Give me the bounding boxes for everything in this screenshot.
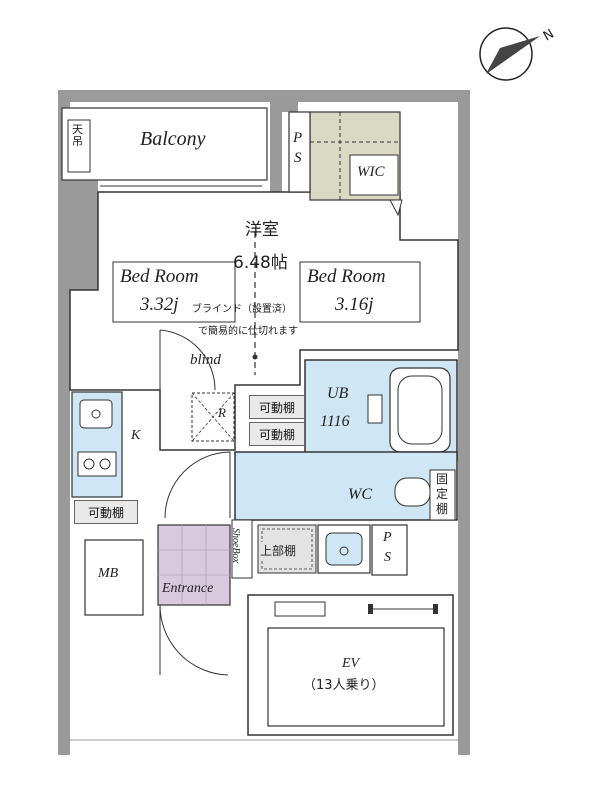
ev-label: EV xyxy=(342,656,360,671)
mb-label: MB xyxy=(98,566,119,581)
upper-shelf-label: 上部棚 xyxy=(260,542,297,559)
western-room-size: 6.48帖 xyxy=(233,253,288,273)
blind-label: blind xyxy=(190,352,221,368)
entrance-floor xyxy=(157,524,231,606)
meter-box xyxy=(84,539,144,616)
fixed-shelf-label: 固定棚 xyxy=(436,472,449,516)
balcony-area xyxy=(61,107,268,181)
bedroom-door xyxy=(159,329,216,391)
ps-top-label-2: S xyxy=(294,150,302,166)
ps-bottom-label-2: S xyxy=(384,550,391,565)
bedroom-right-label: Bed Room xyxy=(307,266,386,287)
western-room-outline xyxy=(69,191,459,451)
bedroom-right-box xyxy=(299,261,421,323)
refrigerator-label: R xyxy=(218,405,226,420)
ps-top-label-1: P xyxy=(293,130,303,146)
balcony-wall xyxy=(58,180,98,290)
western-room-label: 洋室 xyxy=(245,220,279,240)
unit-bath-size: 1116 xyxy=(320,413,350,430)
bedroom-left-size: 3.32j xyxy=(140,294,179,315)
wc-label: WC xyxy=(348,486,372,503)
bedroom-right-size: 3.16j xyxy=(335,294,374,315)
ps-lower xyxy=(371,524,408,576)
shoebox xyxy=(231,519,253,579)
shoebox-label: ShoeBox xyxy=(230,528,241,563)
entrance-door xyxy=(159,604,229,676)
blind-note-1: ブラインド（設置済） xyxy=(192,304,292,315)
ceiling-hanger-label: 天吊 xyxy=(72,123,83,148)
movable-shelf-2: 可動棚 xyxy=(249,422,305,446)
hall-door xyxy=(164,451,231,519)
blind-note-2: で簡易的に仕切れます xyxy=(198,326,298,337)
entrance-label: Entrance xyxy=(162,581,214,596)
compass-icon xyxy=(479,27,540,81)
bedroom-left-box xyxy=(112,261,236,323)
ceiling-hanger-icon xyxy=(67,119,91,173)
movable-shelf-1: 可動棚 xyxy=(249,395,305,419)
balcony-label: Balcony xyxy=(140,128,206,150)
kitchen-label: K xyxy=(131,428,141,443)
unit-bath-label: UB xyxy=(327,385,349,402)
movable-shelf-3: 可動棚 xyxy=(74,500,138,524)
ev-capacity-label: （13人乗り） xyxy=(303,678,385,693)
wic-label: WIC xyxy=(357,164,385,180)
bedroom-left-label: Bed Room xyxy=(120,266,199,287)
ps-bottom-label-1: P xyxy=(383,530,392,545)
